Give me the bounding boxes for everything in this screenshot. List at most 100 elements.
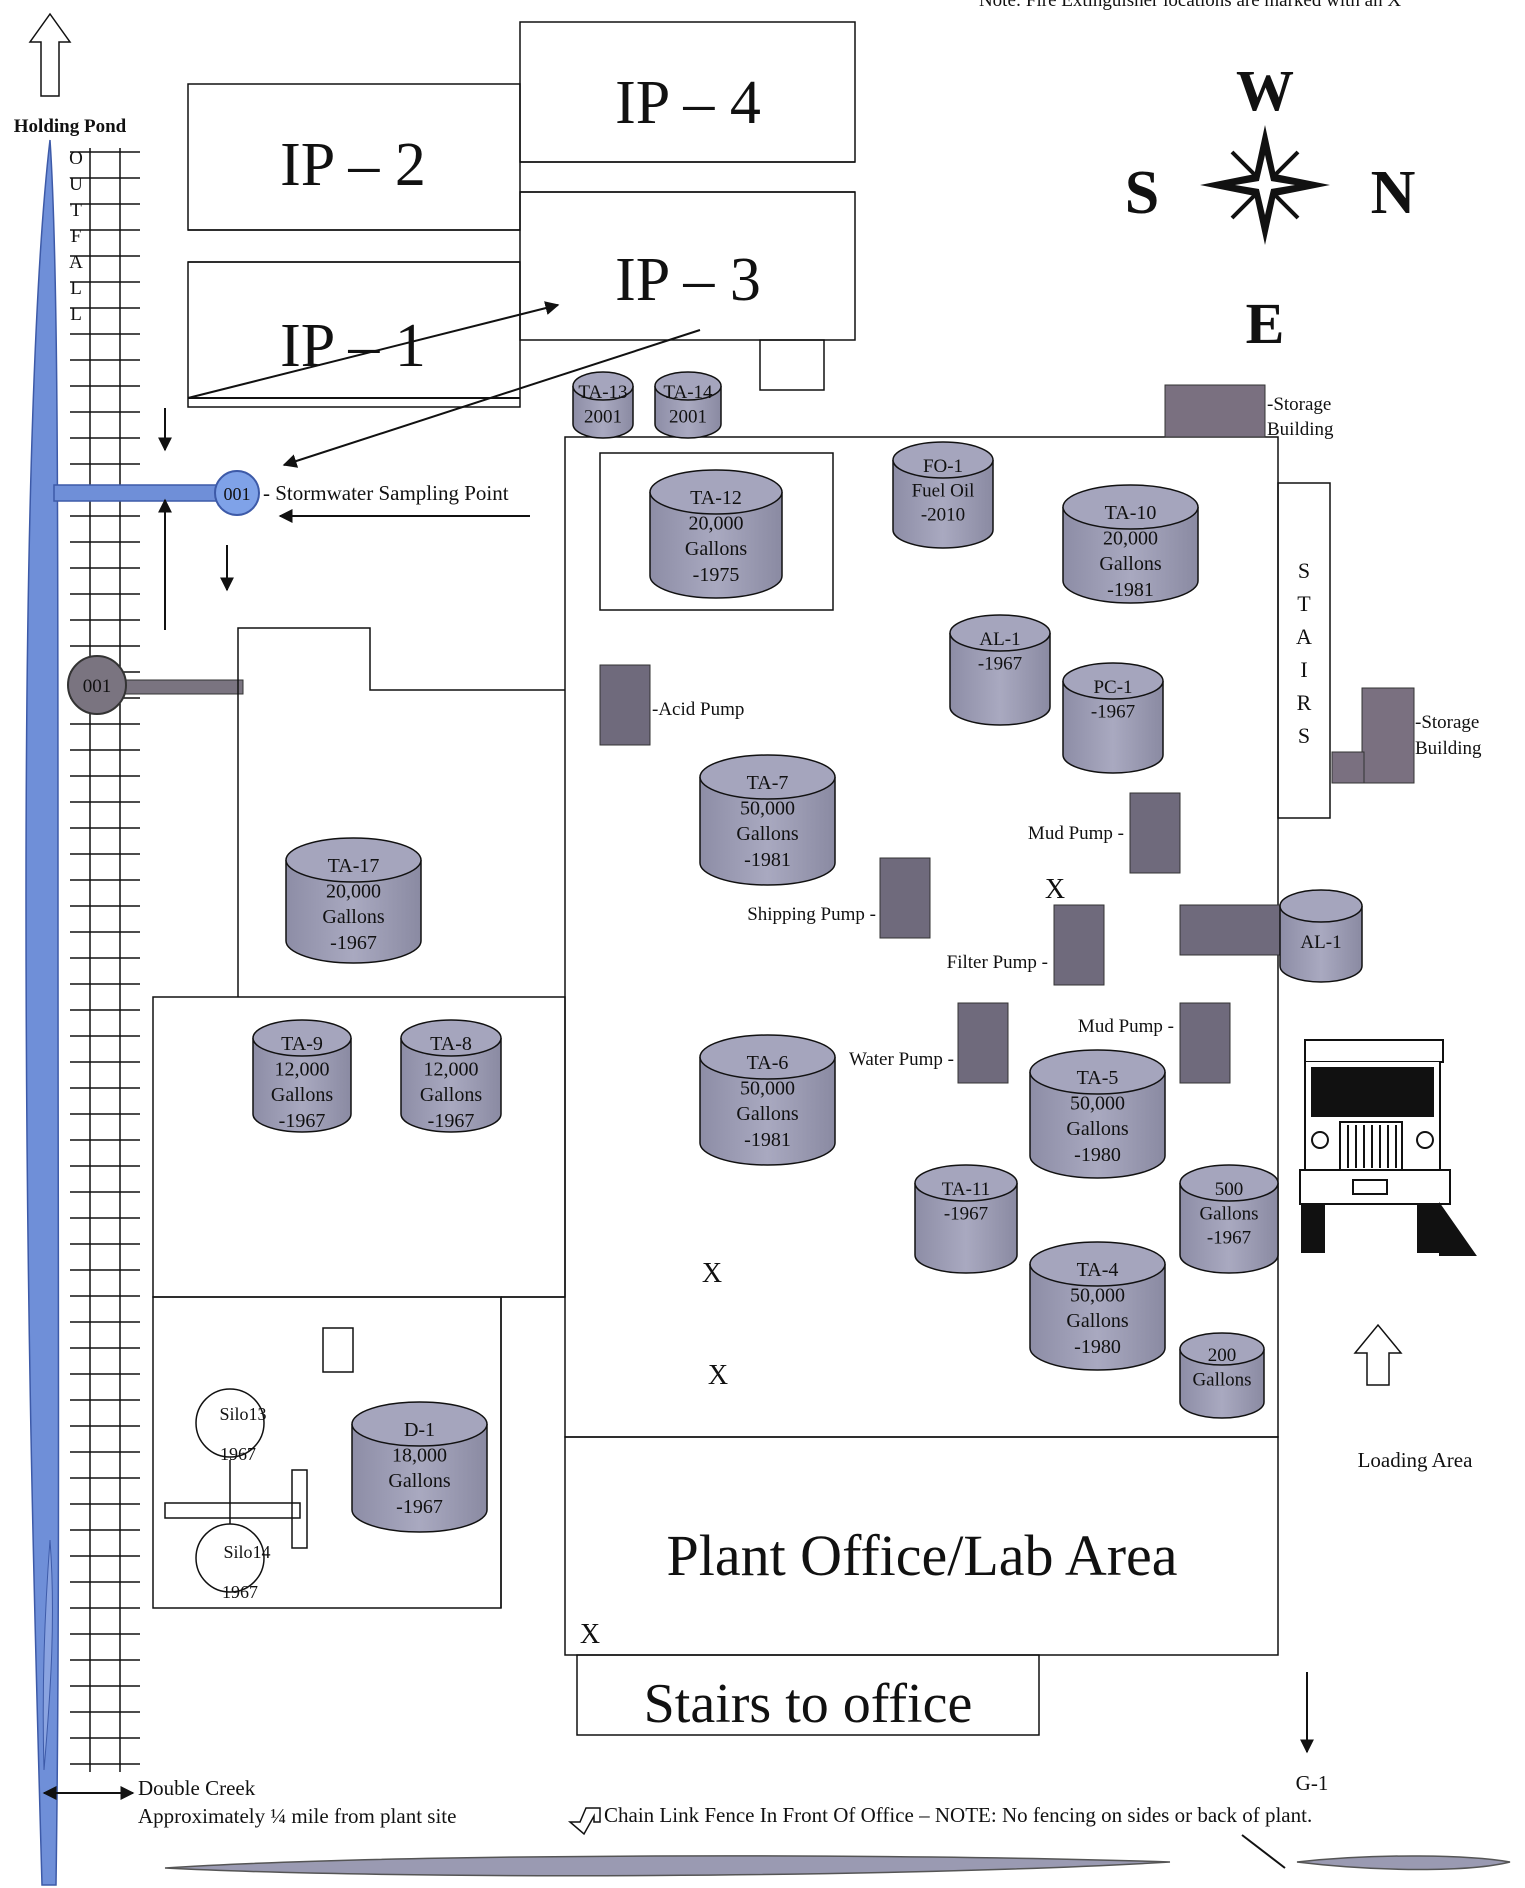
stairs-to-office-label: Stairs to office bbox=[644, 1673, 973, 1735]
tank-label: Gallons bbox=[1066, 1310, 1128, 1332]
sampling-point-id: 001 bbox=[224, 484, 251, 504]
tank-label: Gallons bbox=[1099, 553, 1161, 575]
tank-body bbox=[1179, 1183, 1279, 1274]
outfall-letter: A bbox=[69, 252, 83, 273]
tank-label: -1967 bbox=[396, 1496, 443, 1518]
tank-top bbox=[572, 371, 634, 401]
tank-top bbox=[1029, 1049, 1166, 1095]
shipping-pump bbox=[879, 857, 931, 939]
holding-pond-stream bbox=[25, 139, 60, 1886]
tank-label: -2010 bbox=[921, 505, 965, 526]
tank-label: 20,000 bbox=[326, 881, 381, 903]
tank-label: -1967 bbox=[279, 1110, 326, 1132]
tank-body bbox=[572, 386, 634, 439]
outfall-pipe bbox=[117, 679, 244, 695]
storage-building-1-label: -Storage bbox=[1267, 394, 1331, 415]
tank-top bbox=[252, 1019, 352, 1057]
outfall-letter: T bbox=[70, 200, 82, 221]
storage-building-1 bbox=[1164, 384, 1266, 438]
chain-link-fence bbox=[164, 1855, 1171, 1877]
filter-pump-label: Filter Pump - bbox=[947, 952, 1048, 973]
up-arrow-icon bbox=[28, 12, 72, 97]
tank-body bbox=[649, 492, 783, 599]
tank-body bbox=[949, 633, 1051, 726]
ip3-label: IP – 3 bbox=[615, 246, 761, 314]
stairs-letter: S bbox=[1298, 558, 1310, 583]
tank-label: 18,000 bbox=[392, 1445, 447, 1467]
tank-label: 12,000 bbox=[275, 1059, 330, 1081]
tank-label: TA-10 bbox=[1105, 502, 1157, 524]
tank-top bbox=[1179, 1164, 1279, 1202]
outfall-001-label: 001 bbox=[83, 676, 112, 697]
silo14-label: Silo14 bbox=[223, 1542, 270, 1562]
fire-extinguisher-x: X bbox=[1045, 874, 1065, 905]
tank-body bbox=[252, 1038, 352, 1133]
compass-w: W bbox=[1236, 58, 1294, 123]
stairs-letter: I bbox=[1300, 657, 1307, 682]
fence-note: Chain Link Fence In Front Of Office – NO… bbox=[604, 1803, 1312, 1827]
tank-body bbox=[1279, 906, 1363, 983]
stairs-letter: A bbox=[1296, 624, 1312, 649]
tank-label: Gallons bbox=[685, 538, 747, 560]
tank-top bbox=[892, 441, 994, 479]
water-pump bbox=[957, 1002, 1009, 1084]
sampling-point-marker bbox=[214, 470, 260, 516]
outfall-001-marker bbox=[67, 655, 127, 715]
ip2-label: IP – 2 bbox=[280, 131, 426, 199]
mud-pump-1-label: Mud Pump - bbox=[1028, 823, 1124, 844]
water-pump-label: Water Pump - bbox=[849, 1049, 954, 1070]
tank-body bbox=[699, 1057, 836, 1166]
loading-arrow-icon bbox=[1353, 1323, 1403, 1386]
tank-body bbox=[351, 1424, 488, 1533]
tank-al1a: AL-1 -1967 bbox=[949, 614, 1051, 726]
outfall-letter: F bbox=[71, 226, 82, 247]
tank-top bbox=[914, 1164, 1018, 1202]
tank-label: 20,000 bbox=[1103, 528, 1158, 550]
tank-label: AL-1 bbox=[979, 629, 1020, 650]
mud-pump-2-label: Mud Pump - bbox=[1078, 1016, 1174, 1037]
tank-label: -1967 bbox=[330, 932, 377, 954]
mud-pump-1 bbox=[1129, 792, 1181, 874]
tank-ta11: TA-11-1967 bbox=[914, 1164, 1018, 1274]
fire-extinguishers: X X X X bbox=[580, 874, 1065, 1650]
outfall-ladder bbox=[89, 148, 121, 1772]
tank-label: -1967 bbox=[978, 653, 1022, 674]
storage-building-2-label: -Storage bbox=[1415, 712, 1479, 733]
tank-label: 12,000 bbox=[424, 1059, 479, 1081]
creek-branch bbox=[42, 1539, 53, 1771]
tank-label: Gallons bbox=[271, 1084, 333, 1106]
tank-label: D-1 bbox=[404, 1419, 435, 1441]
compass-rose-icon bbox=[1200, 125, 1330, 245]
filter-pump bbox=[1053, 904, 1105, 986]
note-text: Note: Fire Extinguisher locations are ma… bbox=[979, 0, 1401, 11]
silo14-year: 1967 bbox=[222, 1582, 258, 1602]
tank-label: 200 bbox=[1208, 1345, 1237, 1366]
tank-label: TA-4 bbox=[1077, 1259, 1119, 1281]
tank-body bbox=[699, 777, 836, 886]
tank-top bbox=[699, 1034, 836, 1080]
compass-e: E bbox=[1246, 291, 1285, 356]
fence-gate bbox=[1241, 1834, 1286, 1869]
sampling-point-label: - Stormwater Sampling Point bbox=[263, 481, 509, 505]
storage-building-2b bbox=[1331, 751, 1365, 784]
tank-label: Gallons bbox=[420, 1084, 482, 1106]
tank-label: Gallons bbox=[322, 906, 384, 928]
tank-label: TA-17 bbox=[328, 855, 380, 877]
storage-building-2 bbox=[1361, 687, 1415, 784]
tank-label: 50,000 bbox=[1070, 1093, 1125, 1115]
outfall-letters: O U T F A L L bbox=[69, 148, 83, 325]
tank-body bbox=[285, 860, 422, 964]
tank-label: -1975 bbox=[693, 564, 740, 586]
tank-top bbox=[699, 754, 836, 800]
tank-pc1: PC-1-1967 bbox=[1062, 662, 1164, 774]
tank-label: -1967 bbox=[1207, 1228, 1251, 1249]
tank-label: 50,000 bbox=[740, 798, 795, 820]
